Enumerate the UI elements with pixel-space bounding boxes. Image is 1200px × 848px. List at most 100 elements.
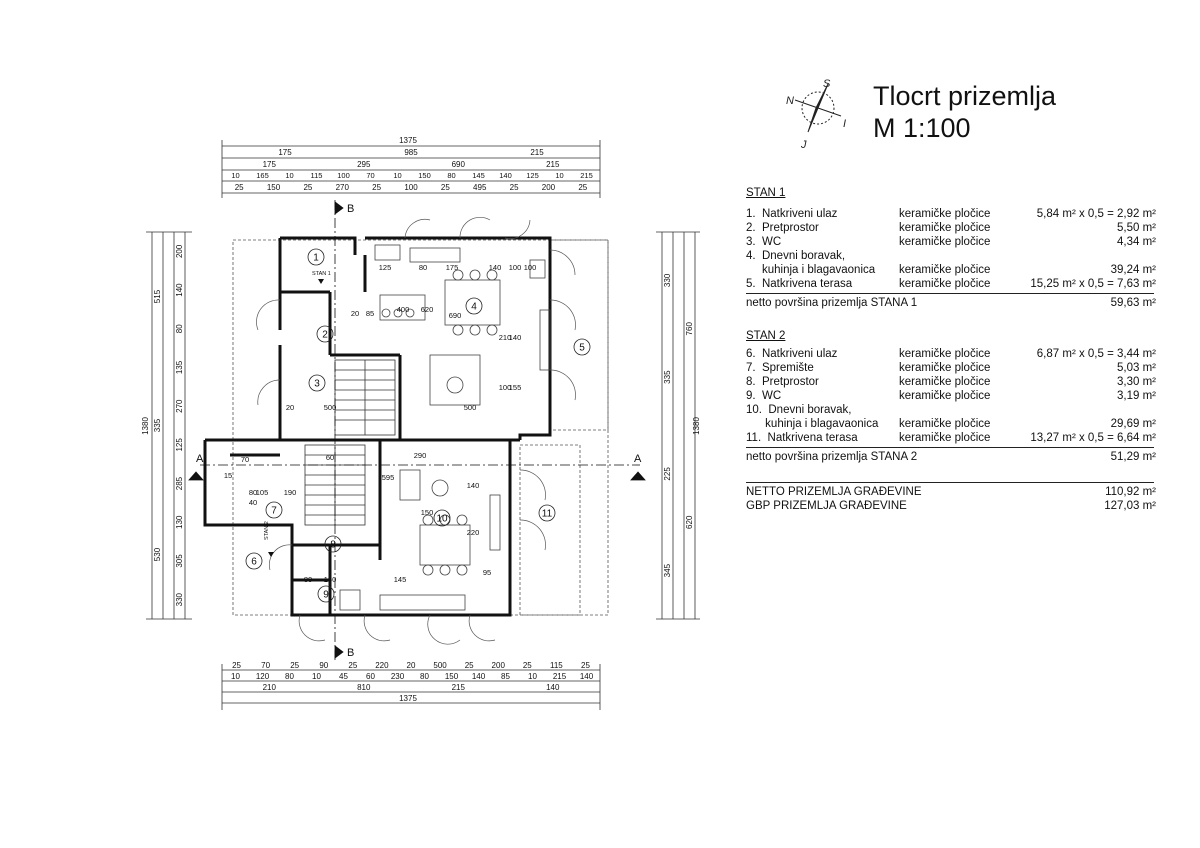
dim-label: 1380 — [692, 417, 701, 435]
dim-label: 335 — [153, 418, 162, 432]
room-number: 9 — [323, 590, 329, 601]
bottom-dimension-lines — [221, 664, 601, 710]
room-marker — [308, 374, 326, 392]
left-dimension-lines — [146, 231, 192, 620]
dim-label: 100 — [499, 383, 512, 392]
dim-label: 140 — [467, 481, 480, 490]
schedule-material: keramičke pločice — [899, 264, 991, 276]
room-number: 4 — [471, 302, 477, 313]
compass-icon: S N I J — [786, 78, 846, 151]
schedule-name: 11. Natkrivena terasa — [746, 432, 858, 444]
dim-label: 140 — [546, 683, 560, 692]
dim-label: 215 — [452, 683, 466, 692]
dim-label: 25 — [523, 661, 532, 670]
schedule-material: keramičke pločice — [899, 376, 991, 388]
dim-label: 115 — [550, 661, 563, 670]
stan1-net-label: netto površina prizemlja STANA 1 — [746, 297, 918, 309]
schedule-value: 5,03 m² — [1117, 362, 1156, 374]
dim-label: 60 — [366, 672, 375, 681]
dim-label: 10 — [528, 672, 537, 681]
dim-label: 25 — [441, 183, 450, 192]
entrance-label-stan1: STAN 1 — [312, 271, 331, 277]
schedule-name: 1. Natkriveni ulaz — [746, 208, 838, 220]
dim-label: 760 — [685, 322, 694, 336]
room-number: 3 — [314, 379, 320, 390]
dim-label: 80 — [175, 324, 184, 333]
dim-label: 345 — [663, 563, 672, 577]
dim-label: 690 — [449, 311, 462, 320]
room-marker — [324, 535, 342, 553]
room-marker — [465, 297, 483, 315]
top-dimension-labels: 1375 — [399, 136, 417, 145]
schedule-value: 13,27 m² x 0,5 = 6,64 m² — [1030, 432, 1156, 444]
dim-label: 215 — [530, 148, 544, 157]
dim-label: 80 — [419, 263, 427, 272]
dim-label: 70 — [366, 171, 374, 180]
dim-label: 165 — [256, 171, 269, 180]
compass-i: I — [843, 118, 846, 130]
schedule-name: 9. WC — [746, 390, 782, 402]
schedule-name: 2. Pretprostor — [746, 222, 819, 234]
dim-label: 295 — [357, 160, 371, 169]
dim-label: 25 — [290, 661, 299, 670]
dim-label: 175 — [446, 263, 459, 272]
dim-label: 25 — [303, 183, 312, 192]
schedule-value: 5,50 m² — [1117, 222, 1156, 234]
dim-label: 140 — [175, 283, 184, 297]
schedule-name: 6. Natkriveni ulaz — [746, 348, 838, 360]
dim-label: 145 — [472, 171, 485, 180]
schedule-value: 3,19 m² — [1117, 390, 1156, 402]
dim-label: 140 — [472, 672, 486, 681]
dim-label: 200 — [492, 661, 506, 670]
stan2-heading: STAN 2 — [746, 330, 786, 342]
room-number: 11 — [542, 509, 553, 520]
dim-label: 25 — [465, 661, 474, 670]
dim-label: 10 — [393, 171, 401, 180]
schedule-value: 29,69 m² — [1110, 418, 1156, 430]
schedule-value: 6,87 m² x 0,5 = 3,44 m² — [1036, 348, 1156, 360]
dim-label: 25 — [581, 661, 590, 670]
dim-label: 10 — [231, 171, 239, 180]
schedule-name: 10. Dnevni boravak, — [746, 404, 852, 416]
dim-label: 125 — [175, 438, 184, 452]
dim-label: 200 — [175, 244, 184, 258]
dim-label: 270 — [175, 399, 184, 413]
dim-label: 1375 — [399, 136, 417, 145]
dim-label: 620 — [421, 305, 434, 314]
room-marker — [433, 509, 451, 527]
room-marker — [538, 504, 556, 522]
section-a-right: A — [634, 453, 642, 465]
netto-total-value: 110,92 m² — [1105, 486, 1156, 498]
room-number: 5 — [579, 343, 585, 354]
schedule-name: kuhinja i blagavaonica — [746, 418, 879, 430]
dim-label: 620 — [685, 515, 694, 529]
right-dimension-lines — [656, 231, 700, 620]
dim-label: 25 — [232, 661, 241, 670]
dim-label: 515 — [153, 289, 162, 303]
dim-label: 90 — [319, 661, 328, 670]
compass-n: N — [786, 95, 794, 107]
dim-label: 25 — [578, 183, 587, 192]
dim-label: 215 — [580, 171, 593, 180]
gbp-total-label: GBP PRIZEMLJA GRAĐEVINE — [746, 500, 907, 512]
schedule-name: 4. Dnevni boravak, — [746, 250, 846, 262]
dim-label: 1375 — [399, 694, 417, 703]
dim-label: 330 — [663, 273, 672, 287]
dim-label: 210 — [263, 683, 277, 692]
dim-label: 155 — [509, 383, 522, 392]
door-swings — [256, 216, 576, 645]
schedule-value: 3,30 m² — [1117, 376, 1156, 388]
dim-label: 335 — [663, 370, 672, 384]
dim-label: 100 — [404, 183, 418, 192]
walls — [203, 236, 552, 617]
room-number: 1 — [313, 253, 319, 264]
dim-label: 25 — [348, 661, 357, 670]
dim-label: 215 — [546, 160, 560, 169]
dim-label: 140 — [499, 171, 512, 180]
stan2-net-value: 51,29 m² — [1110, 451, 1156, 463]
furniture — [339, 244, 551, 611]
